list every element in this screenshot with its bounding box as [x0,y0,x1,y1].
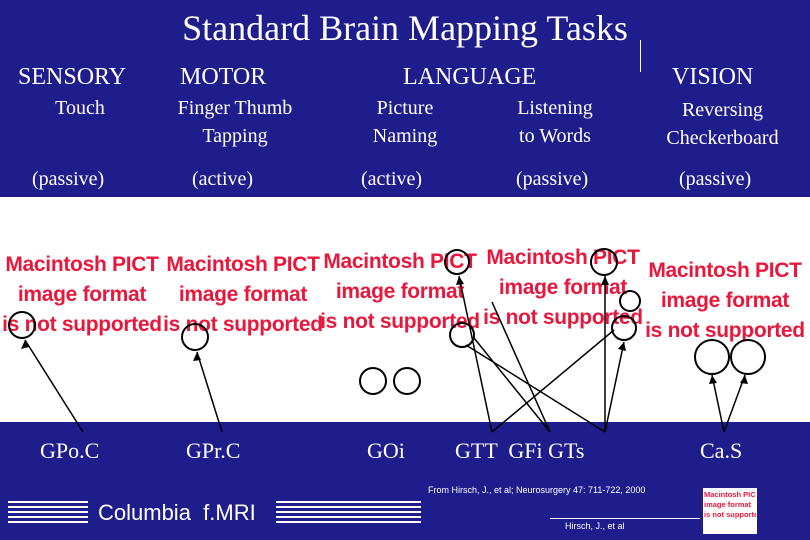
pict-placeholder-picture-naming: Macintosh PICT image format is not suppo… [320,247,480,337]
category-motor: MOTOR [180,64,267,90]
pict-line3: is not supported [483,306,643,329]
logo-stripes-left [8,501,88,525]
category-sensory: SENSORY [18,64,127,90]
title-divider [640,40,641,72]
task-finger-thumb-line2: Tapping [202,125,268,147]
category-vision: VISION [672,64,754,90]
region-label-gtt-gfi-gts: GTT GFi GTs [455,438,585,463]
pict-line2: image format [660,289,790,312]
region-label-gprc: GPr.C [186,438,241,463]
mode-listening: (passive) [516,168,589,190]
pict-line3: is not supported [320,310,480,333]
pict-line1: Macintosh PICT [323,250,477,273]
task-picture-naming-line2: Naming [372,125,438,147]
task-reversing-checkerboard: Reversing Checkerboard [640,96,805,152]
pict-line1: Macintosh PICT [486,246,640,269]
task-finger-thumb: Finger Thumb Tapping [150,94,320,150]
logo-stripes-right [276,501,421,525]
pict-placeholder-listening: Macintosh PICT image format is not suppo… [483,243,643,333]
footer-rule [550,518,700,519]
category-language: LANGUAGE [403,64,537,90]
region-label-gpoc: GPo.C [40,438,100,463]
pict-line3: is not supported [645,319,805,342]
page-title: Standard Brain Mapping Tasks [182,8,628,48]
pict-line1: Macintosh PICT [5,253,159,276]
mode-finger: (active) [192,168,254,190]
pict-placeholder-vision: Macintosh PICT image format is not suppo… [645,256,805,346]
pict-line2: image format [498,276,628,299]
pict-line1: Macintosh PICT [648,259,802,282]
pict-line2: image format [335,280,465,303]
mode-touch: (passive) [32,168,105,190]
task-reversing-line1: Reversing [681,99,764,121]
task-listening-line2: to Words [519,125,591,147]
region-label-cas: Ca.S [700,438,743,463]
mode-picture: (active) [361,168,423,190]
pict-line2: image format [17,283,147,306]
pict-line3: is not supported [2,313,162,336]
logo-text: Columbia f.MRI [98,500,256,525]
pict-placeholder-sensory: Macintosh PICT image format is not suppo… [2,250,162,340]
small-pict-placeholder: Macintosh PICT image format is not suppo… [703,488,757,534]
pict-line1: Macintosh PICT [166,253,320,276]
task-picture-naming: Picture Naming [345,94,465,150]
task-listening: Listening to Words [490,94,620,150]
task-touch-label: Touch [55,97,105,119]
task-listening-line1: Listening [517,97,593,119]
task-picture-naming-line1: Picture [376,97,434,119]
pict-line2: image format [178,283,308,306]
pict-line3: is not supported [163,313,323,336]
citation: From Hirsch, J., et al; Neurosurgery 47:… [428,485,646,495]
small-pict-line3: is not supported [704,510,756,519]
task-reversing-line2: Checkerboard [666,127,779,149]
pict-placeholder-motor: Macintosh PICT image format is not suppo… [163,250,323,340]
region-label-goi: GOi [367,438,405,463]
small-pict-line1: Macintosh PICT [704,490,756,499]
mode-reversing: (passive) [679,168,752,190]
author-credit: Hirsch, J., et al [565,521,625,531]
columbia-fmri-logo: Columbia f.MRI [0,495,430,531]
task-touch: Touch [20,94,140,122]
small-pict-line2: image format [704,500,752,509]
task-finger-thumb-line1: Finger Thumb [177,97,293,119]
